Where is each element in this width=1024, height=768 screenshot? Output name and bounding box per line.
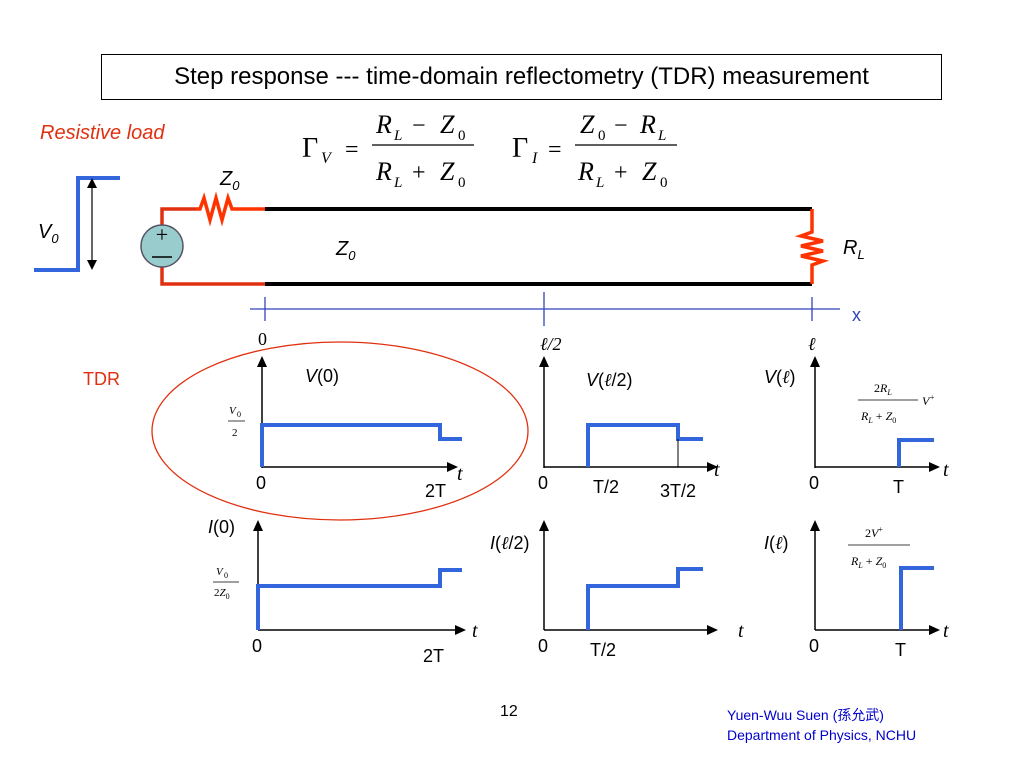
z0-source-label: Z0 bbox=[219, 168, 240, 193]
svg-text:L: L bbox=[393, 128, 402, 144]
svg-text:V(ℓ/2): V(ℓ/2) bbox=[586, 370, 633, 390]
svg-text:0: 0 bbox=[252, 636, 262, 656]
footer-author: Yuen-Wuu Suen (孫允武) bbox=[727, 707, 884, 723]
svg-text:2T: 2T bbox=[423, 646, 444, 666]
svg-text:I(0): I(0) bbox=[208, 517, 235, 537]
slide-title: Step response --- time-domain reflectome… bbox=[101, 54, 942, 100]
plot-v0-title: V(0) bbox=[305, 366, 339, 386]
svg-text:0: 0 bbox=[598, 128, 606, 144]
plot-v-half: V(ℓ/2) t 0 T/2 3T/2 bbox=[538, 356, 720, 501]
svg-text:0: 0 bbox=[809, 473, 819, 493]
gamma-i-formula: Γ I = Z 0 − R L R L + Z 0 bbox=[512, 110, 677, 191]
x-tick-full: ℓ bbox=[808, 334, 816, 354]
svg-text:RL + Z0: RL + Z0 bbox=[860, 409, 896, 425]
plot-v-full: V(ℓ) t 0 T 2RL RL + Z0 V+ bbox=[764, 356, 949, 497]
svg-text:Z: Z bbox=[642, 157, 657, 186]
svg-text:+: + bbox=[156, 222, 168, 247]
svg-text:Z: Z bbox=[440, 157, 455, 186]
svg-text:=: = bbox=[345, 137, 359, 163]
svg-text:2: 2 bbox=[232, 427, 238, 439]
svg-text:0: 0 bbox=[256, 473, 266, 493]
svg-text:T: T bbox=[893, 477, 904, 497]
svg-text:+: + bbox=[412, 160, 426, 186]
tdr-label: TDR bbox=[83, 369, 120, 389]
source-resistor bbox=[196, 191, 265, 227]
svg-text:T/2: T/2 bbox=[593, 477, 619, 497]
footer-department: Department of Physics, NCHU bbox=[727, 727, 917, 743]
svg-text:2Z0: 2Z0 bbox=[214, 587, 230, 601]
svg-text:=: = bbox=[548, 137, 562, 163]
svg-text:R: R bbox=[639, 110, 656, 139]
svg-text:0: 0 bbox=[458, 175, 466, 191]
svg-text:V: V bbox=[229, 405, 237, 417]
svg-text:2RL: 2RL bbox=[874, 381, 892, 397]
gamma-v-formula: Γ V = R L − Z 0 R L + Z 0 bbox=[302, 110, 474, 191]
z0-line-label: Z0 bbox=[335, 238, 356, 263]
svg-text:V: V bbox=[216, 566, 224, 578]
svg-text:0: 0 bbox=[237, 410, 241, 419]
footer: Yuen-Wuu Suen (孫允武) Department of Physic… bbox=[727, 705, 916, 745]
svg-text:I(ℓ): I(ℓ) bbox=[764, 533, 789, 553]
x-tick-half: ℓ/2 bbox=[540, 334, 562, 354]
svg-text:R: R bbox=[577, 157, 594, 186]
subtitle: Resistive load bbox=[40, 122, 165, 144]
svg-text:Z: Z bbox=[580, 110, 595, 139]
svg-text:0: 0 bbox=[458, 128, 466, 144]
svg-text:t: t bbox=[457, 463, 463, 485]
svg-text:V: V bbox=[321, 150, 333, 167]
svg-text:+: + bbox=[614, 160, 628, 186]
svg-text:t: t bbox=[738, 620, 744, 642]
svg-text:0: 0 bbox=[809, 636, 819, 656]
svg-text:2V+: 2V+ bbox=[865, 525, 883, 540]
svg-text:Γ: Γ bbox=[302, 133, 318, 164]
load-resistor bbox=[794, 209, 830, 284]
step-input-waveform bbox=[34, 176, 120, 272]
svg-text:t: t bbox=[943, 459, 949, 481]
source-wire-bottom bbox=[160, 262, 265, 286]
svg-text:t: t bbox=[943, 620, 949, 642]
svg-text:L: L bbox=[393, 175, 402, 191]
svg-text:R: R bbox=[375, 110, 392, 139]
svg-text:−: − bbox=[614, 113, 628, 139]
plot-v0: V(0) t 0 2T V 0 2 bbox=[228, 356, 463, 501]
svg-text:0: 0 bbox=[538, 473, 548, 493]
x-axis-label: x bbox=[852, 305, 861, 325]
svg-text:Z: Z bbox=[440, 110, 455, 139]
plot-i-full: I(ℓ) t 0 T 2V+ RL + Z0 bbox=[764, 520, 949, 660]
svg-text:T/2: T/2 bbox=[590, 640, 616, 660]
plot-i0: I(0) t 0 2T V 0 2Z0 bbox=[208, 517, 478, 666]
svg-text:I(ℓ/2): I(ℓ/2) bbox=[490, 533, 530, 553]
svg-text:V(ℓ): V(ℓ) bbox=[764, 367, 796, 387]
svg-text:V+: V+ bbox=[922, 393, 935, 408]
svg-text:3T/2: 3T/2 bbox=[660, 481, 696, 501]
svg-text:0: 0 bbox=[224, 571, 228, 580]
svg-text:0: 0 bbox=[538, 636, 548, 656]
svg-text:t: t bbox=[714, 459, 720, 481]
svg-text:t: t bbox=[472, 620, 478, 642]
svg-text:I: I bbox=[531, 150, 538, 167]
v0-label: V0 bbox=[38, 221, 59, 246]
svg-text:L: L bbox=[595, 175, 604, 191]
svg-text:R: R bbox=[375, 157, 392, 186]
page-number: 12 bbox=[500, 703, 518, 720]
svg-text:−: − bbox=[412, 113, 426, 139]
svg-text:RL + Z0: RL + Z0 bbox=[850, 554, 886, 570]
x-tick-0: 0 bbox=[258, 329, 267, 349]
svg-text:L: L bbox=[657, 128, 666, 144]
rl-label: RL bbox=[843, 237, 865, 262]
voltage-source bbox=[140, 224, 184, 268]
plot-i-half: I(ℓ/2) t 0 T/2 bbox=[490, 520, 744, 660]
svg-text:T: T bbox=[895, 640, 906, 660]
svg-text:Γ: Γ bbox=[512, 133, 528, 164]
svg-text:2T: 2T bbox=[425, 481, 446, 501]
tdr-highlight-circle bbox=[151, 341, 529, 521]
svg-text:0: 0 bbox=[660, 175, 668, 191]
